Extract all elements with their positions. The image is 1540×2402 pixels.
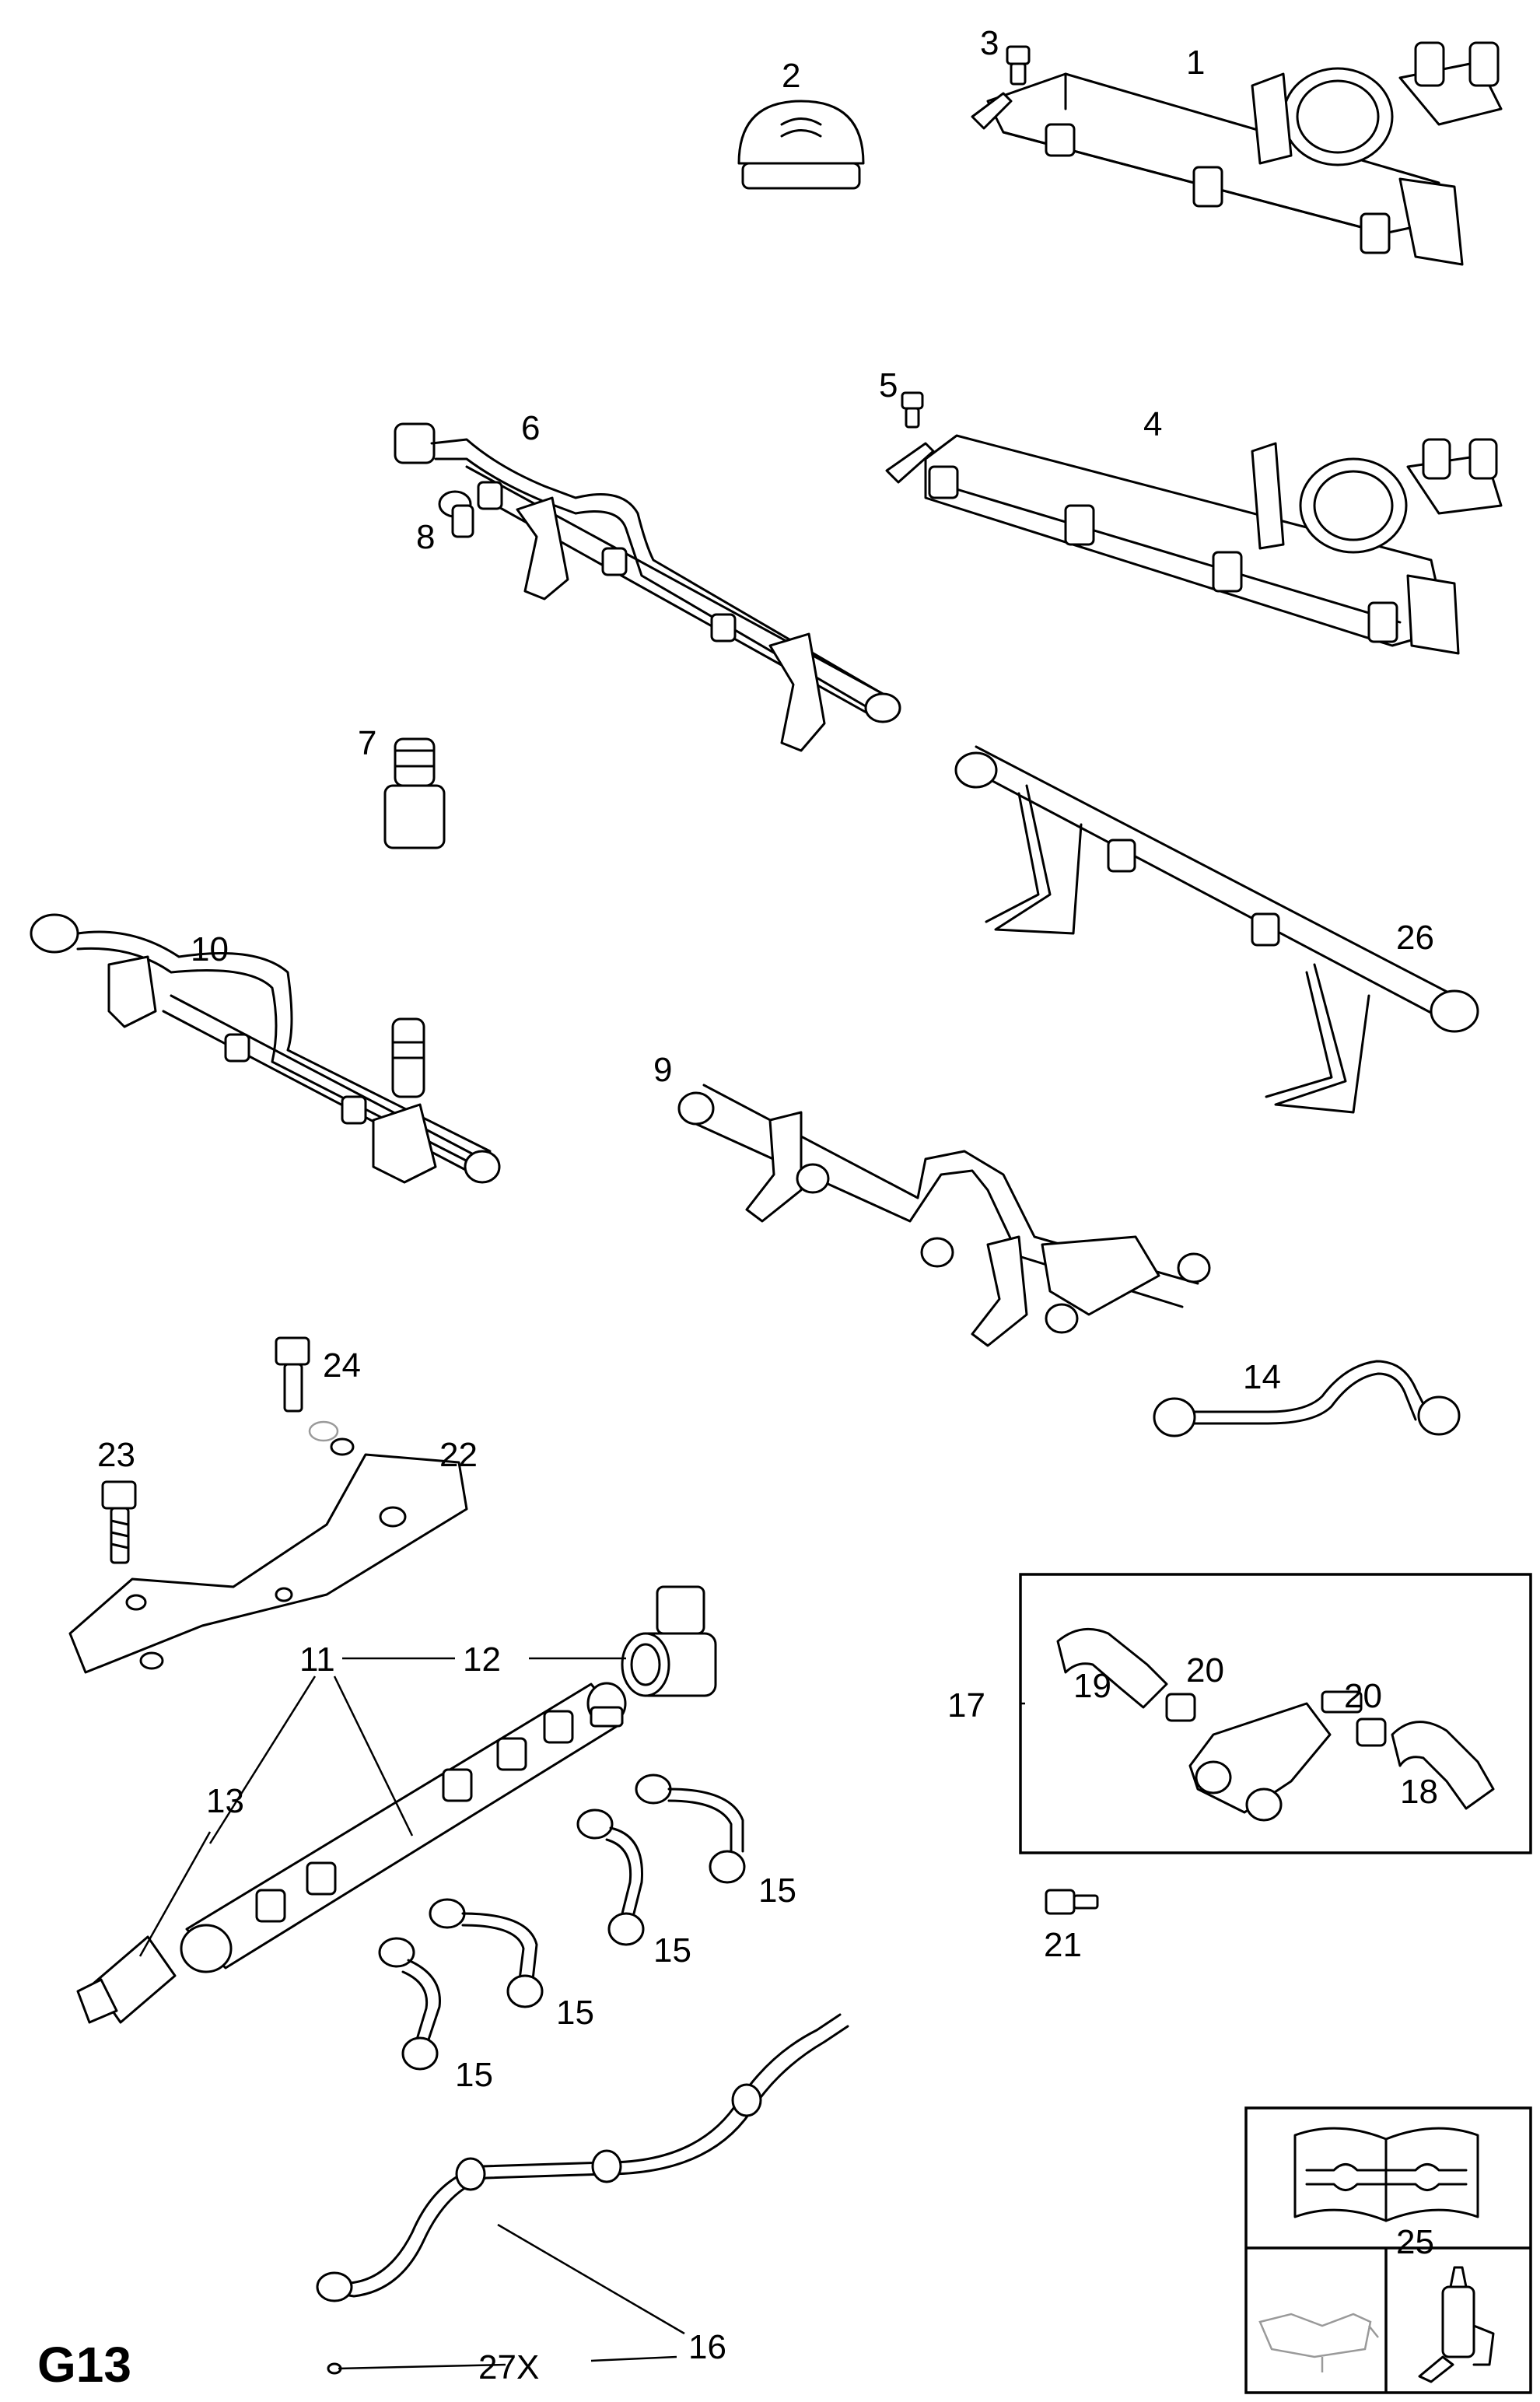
label-6: 6	[521, 409, 540, 447]
part-10-fuel-rail	[30, 913, 501, 1184]
part-22-bracket	[68, 1437, 468, 1674]
part-26-fuel-rail	[954, 745, 1479, 1114]
label-5: 5	[879, 366, 898, 404]
part-1-fuel-rail	[971, 41, 1503, 266]
part-4-fuel-rail	[885, 434, 1503, 655]
page-code: G13	[37, 2337, 131, 2393]
label-15a: 15	[758, 1872, 796, 1910]
oil-pan-icon	[1258, 2313, 1379, 2372]
part-5-bolt	[901, 391, 924, 429]
part-17-hose-kit-box	[1019, 1573, 1532, 1854]
label-7: 7	[358, 724, 376, 762]
label-27x: 27X	[478, 2348, 539, 2386]
label-18: 18	[1400, 1773, 1438, 1811]
label-4: 4	[1143, 405, 1162, 443]
part-24-bolt	[275, 1336, 339, 1442]
label-20b: 20	[1344, 1677, 1382, 1715]
part-labels: 1 2 3 4 5 6 7 8 9 10 11 12 13 14 15 15 1…	[97, 24, 1438, 2386]
label-10: 10	[191, 930, 229, 968]
label-2: 2	[782, 57, 800, 95]
label-3: 3	[980, 24, 999, 62]
label-23: 23	[97, 1436, 135, 1474]
label-15b: 15	[653, 1931, 691, 1970]
part-15-injection-line-b	[576, 1809, 645, 1946]
part-7-connector	[383, 737, 446, 849]
label-15d: 15	[455, 2056, 493, 2094]
part-14-fuel-line	[1153, 1360, 1461, 1437]
label-8: 8	[416, 518, 435, 556]
part-11-rail	[180, 1682, 627, 1973]
part-9-fuel-rail	[677, 1084, 1211, 1347]
part-21-bolt	[1045, 1889, 1099, 1915]
book-wrench-icon	[1293, 2127, 1479, 2222]
part-12-pressure-valve	[621, 1585, 717, 1697]
label-26: 26	[1396, 919, 1434, 957]
label-17: 17	[947, 1686, 985, 1724]
label-12: 12	[463, 1640, 501, 1679]
legend-box	[1244, 2106, 1532, 2394]
part-6-fuel-rail	[394, 422, 901, 752]
label-24: 24	[323, 1346, 361, 1385]
leader-lines	[138, 1657, 1025, 2370]
label-20a: 20	[1186, 1651, 1224, 1689]
part-23-bolt	[101, 1480, 137, 1564]
part-16-return-line	[316, 2013, 849, 2302]
label-9: 9	[653, 1051, 672, 1089]
label-15c: 15	[556, 1994, 594, 2032]
sealant-tube-icon	[1418, 2266, 1495, 2383]
part-3-bolt	[1006, 45, 1031, 86]
part-15-injection-line-d	[378, 1937, 441, 2071]
label-16: 16	[688, 2328, 726, 2366]
label-11: 11	[299, 1640, 335, 1679]
part-13-pressure-sensor	[76, 1935, 177, 2024]
part-15-injection-line-c	[429, 1898, 544, 2008]
label-14: 14	[1243, 1358, 1281, 1396]
part-2-cap	[737, 100, 865, 190]
label-1: 1	[1186, 44, 1205, 82]
label-19: 19	[1073, 1667, 1111, 1705]
part-8-fitting	[438, 490, 474, 538]
label-21: 21	[1044, 1926, 1082, 1964]
label-25: 25	[1396, 2223, 1434, 2261]
label-22: 22	[439, 1436, 478, 1474]
part-15-injection-line-a	[635, 1773, 746, 1884]
label-13: 13	[206, 1782, 244, 1820]
